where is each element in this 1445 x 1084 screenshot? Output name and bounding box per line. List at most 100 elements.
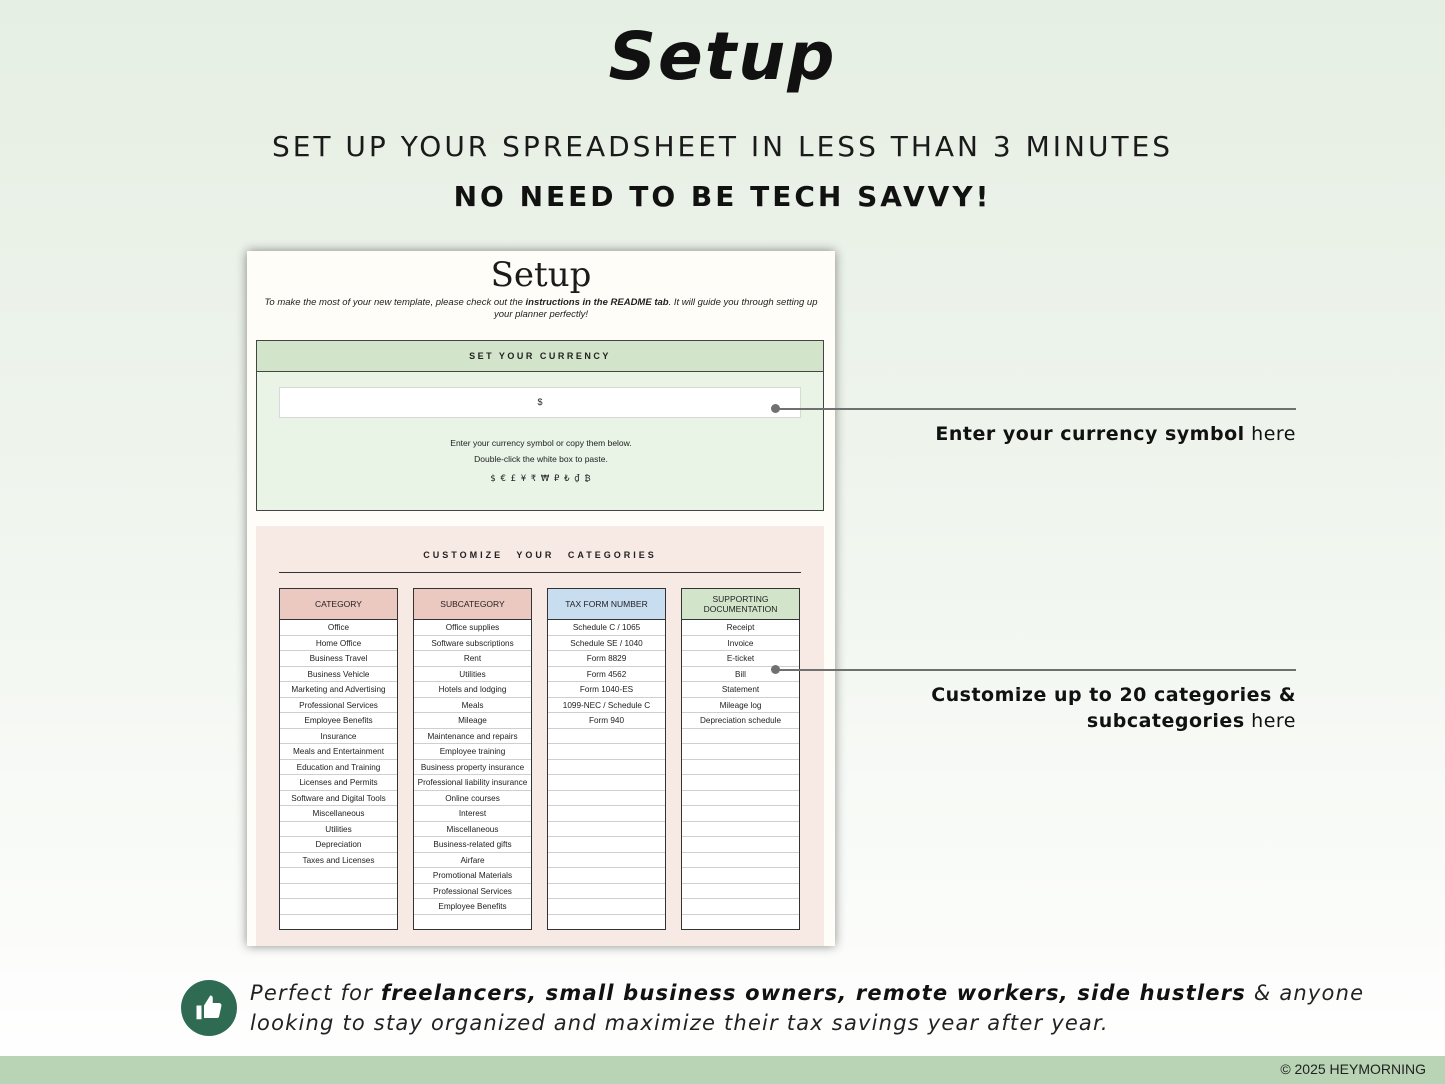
column-cell[interactable]: Professional Services — [414, 884, 531, 899]
column-cell[interactable]: Form 940 — [548, 713, 665, 729]
column-cell[interactable]: Bill — [682, 667, 799, 682]
column-cell[interactable] — [548, 760, 665, 775]
column-cell[interactable]: Business Vehicle — [280, 667, 397, 682]
column-cell[interactable]: Depreciation — [280, 837, 397, 853]
categories-callout-bold2: subcategories — [1086, 710, 1245, 732]
categories-divider — [279, 572, 801, 573]
currency-callout-rest: here — [1244, 423, 1296, 445]
column-cell[interactable] — [280, 884, 397, 899]
column-cell[interactable] — [682, 853, 799, 868]
column-cell[interactable]: E-ticket — [682, 651, 799, 667]
column-cell[interactable] — [548, 853, 665, 868]
column-cell[interactable]: Employee training — [414, 744, 531, 760]
column-cell[interactable] — [548, 822, 665, 837]
column-cell[interactable]: Office supplies — [414, 620, 531, 636]
column-cell[interactable] — [682, 791, 799, 806]
column-cell[interactable] — [682, 760, 799, 775]
column-cell[interactable] — [548, 744, 665, 760]
column-cell[interactable]: Education and Training — [280, 760, 397, 775]
column-cell[interactable]: Form 4562 — [548, 667, 665, 682]
page-subtitle: SET UP YOUR SPREADSHEET IN LESS THAN 3 M… — [271, 130, 1174, 163]
currency-symbols: $ € £ ¥ ₹ ₩ ₽ ₺ ₫ ₿ — [490, 474, 592, 484]
column-cell[interactable]: Insurance — [280, 729, 397, 744]
column-cell[interactable] — [548, 806, 665, 822]
column-cell[interactable] — [682, 915, 799, 931]
column-cell[interactable] — [682, 868, 799, 884]
audience-pre: Perfect for — [250, 981, 381, 1005]
column-cell[interactable] — [682, 822, 799, 837]
column-cell[interactable] — [280, 899, 397, 915]
column-cell[interactable]: Business-related gifts — [414, 837, 531, 853]
column-cell[interactable] — [548, 884, 665, 899]
column-cell[interactable]: Airfare — [414, 853, 531, 868]
column-cell[interactable]: Receipt — [682, 620, 799, 636]
column-cell[interactable]: Software subscriptions — [414, 636, 531, 651]
column-cell[interactable] — [548, 868, 665, 884]
currency-input[interactable]: $ — [279, 387, 801, 418]
column-cell[interactable]: Software and Digital Tools — [280, 791, 397, 806]
column-cell[interactable]: Schedule SE / 1040 — [548, 636, 665, 651]
column-cell[interactable]: 1099-NEC / Schedule C — [548, 698, 665, 713]
currency-header: SET YOUR CURRENCY — [257, 341, 823, 372]
column-cell[interactable]: Marketing and Advertising — [280, 682, 397, 698]
column-cell[interactable]: Home Office — [280, 636, 397, 651]
column-cell[interactable]: Professional liability insurance — [414, 775, 531, 791]
column-cell[interactable]: Business Travel — [280, 651, 397, 667]
column-cell[interactable] — [548, 775, 665, 791]
column-cell[interactable] — [682, 899, 799, 915]
categories-header: CUSTOMIZE YOUR CATEGORIES — [423, 550, 657, 560]
column-cell[interactable] — [548, 729, 665, 744]
column-cell[interactable] — [414, 915, 531, 931]
column-cell[interactable] — [682, 775, 799, 791]
column-cell[interactable]: Hotels and lodging — [414, 682, 531, 698]
column-cell[interactable]: Licenses and Permits — [280, 775, 397, 791]
column-cell[interactable]: Utilities — [414, 667, 531, 682]
column-cell[interactable]: Miscellaneous — [414, 822, 531, 837]
column-cell[interactable]: Business property insurance — [414, 760, 531, 775]
column-cell[interactable] — [280, 915, 397, 931]
column-cell[interactable]: Miscellaneous — [280, 806, 397, 822]
column-cell[interactable]: Mileage — [414, 713, 531, 729]
categories-callout-text: Customize up to 20 categories &subcatego… — [931, 682, 1296, 734]
column-cell[interactable] — [682, 837, 799, 853]
column-cell[interactable]: Meals and Entertainment — [280, 744, 397, 760]
column-cell[interactable] — [682, 729, 799, 744]
column-cell[interactable]: Interest — [414, 806, 531, 822]
column-cell[interactable]: Professional Services — [280, 698, 397, 713]
thumbs-up-icon — [181, 980, 237, 1036]
column-cell[interactable]: Statement — [682, 682, 799, 698]
column-cell[interactable]: Maintenance and repairs — [414, 729, 531, 744]
column-cell[interactable]: Form 1040-ES — [548, 682, 665, 698]
column-cell[interactable] — [682, 806, 799, 822]
page-tagline: NO NEED TO BE TECH SAVVY! — [453, 180, 992, 213]
currency-callout-dot — [771, 404, 780, 413]
column-cell[interactable]: Depreciation schedule — [682, 713, 799, 729]
column-cell[interactable]: Employee Benefits — [414, 899, 531, 915]
column-cell[interactable]: Rent — [414, 651, 531, 667]
audience-post: & anyone looking to stay organized and m… — [250, 981, 1365, 1035]
column-cell[interactable]: Taxes and Licenses — [280, 853, 397, 868]
categories-callout-rest: here — [1244, 710, 1296, 732]
column-cell[interactable]: Promotional Materials — [414, 868, 531, 884]
audience-statement: Perfect for freelancers, small business … — [250, 978, 1380, 1038]
column-cell[interactable]: Form 8829 — [548, 651, 665, 667]
column-cell[interactable]: Invoice — [682, 636, 799, 651]
column-cell[interactable]: Schedule C / 1065 — [548, 620, 665, 636]
sheet-intro: To make the most of your new template, p… — [261, 297, 821, 321]
column-cell[interactable]: Utilities — [280, 822, 397, 837]
column-header: SUBCATEGORY — [414, 589, 531, 620]
column-cell[interactable]: Online courses — [414, 791, 531, 806]
column-cell[interactable] — [548, 915, 665, 931]
column-cell[interactable]: Mileage log — [682, 698, 799, 713]
column-cell[interactable] — [548, 791, 665, 806]
column-cell[interactable] — [548, 837, 665, 853]
column-cell[interactable]: Meals — [414, 698, 531, 713]
column-cell[interactable] — [682, 744, 799, 760]
column-cell[interactable]: Office — [280, 620, 397, 636]
column-cell[interactable] — [682, 884, 799, 899]
column-cell[interactable] — [280, 868, 397, 884]
column-cell[interactable]: Employee Benefits — [280, 713, 397, 729]
column-cell[interactable] — [548, 899, 665, 915]
